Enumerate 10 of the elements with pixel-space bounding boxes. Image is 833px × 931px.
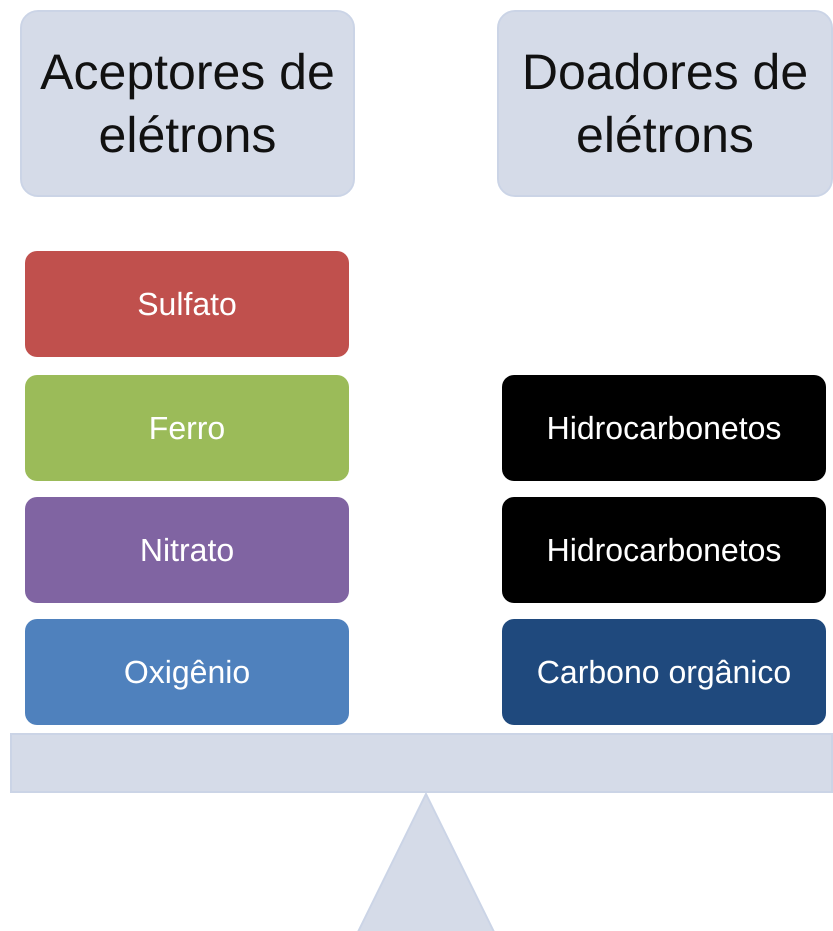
donor-box: Hidrocarbonetos bbox=[502, 497, 826, 603]
donor-box: Carbono orgânico bbox=[502, 619, 826, 725]
header-box: Aceptores de elétrons bbox=[20, 10, 355, 197]
acceptor-box: Nitrato bbox=[25, 497, 349, 603]
header-box: Doadores de elétrons bbox=[497, 10, 833, 197]
donor-box: Hidrocarbonetos bbox=[502, 375, 826, 481]
acceptor-box: Ferro bbox=[25, 375, 349, 481]
acceptor-box: Sulfato bbox=[25, 251, 349, 357]
acceptor-box: Oxigênio bbox=[25, 619, 349, 725]
fulcrum-triangle bbox=[355, 793, 497, 931]
